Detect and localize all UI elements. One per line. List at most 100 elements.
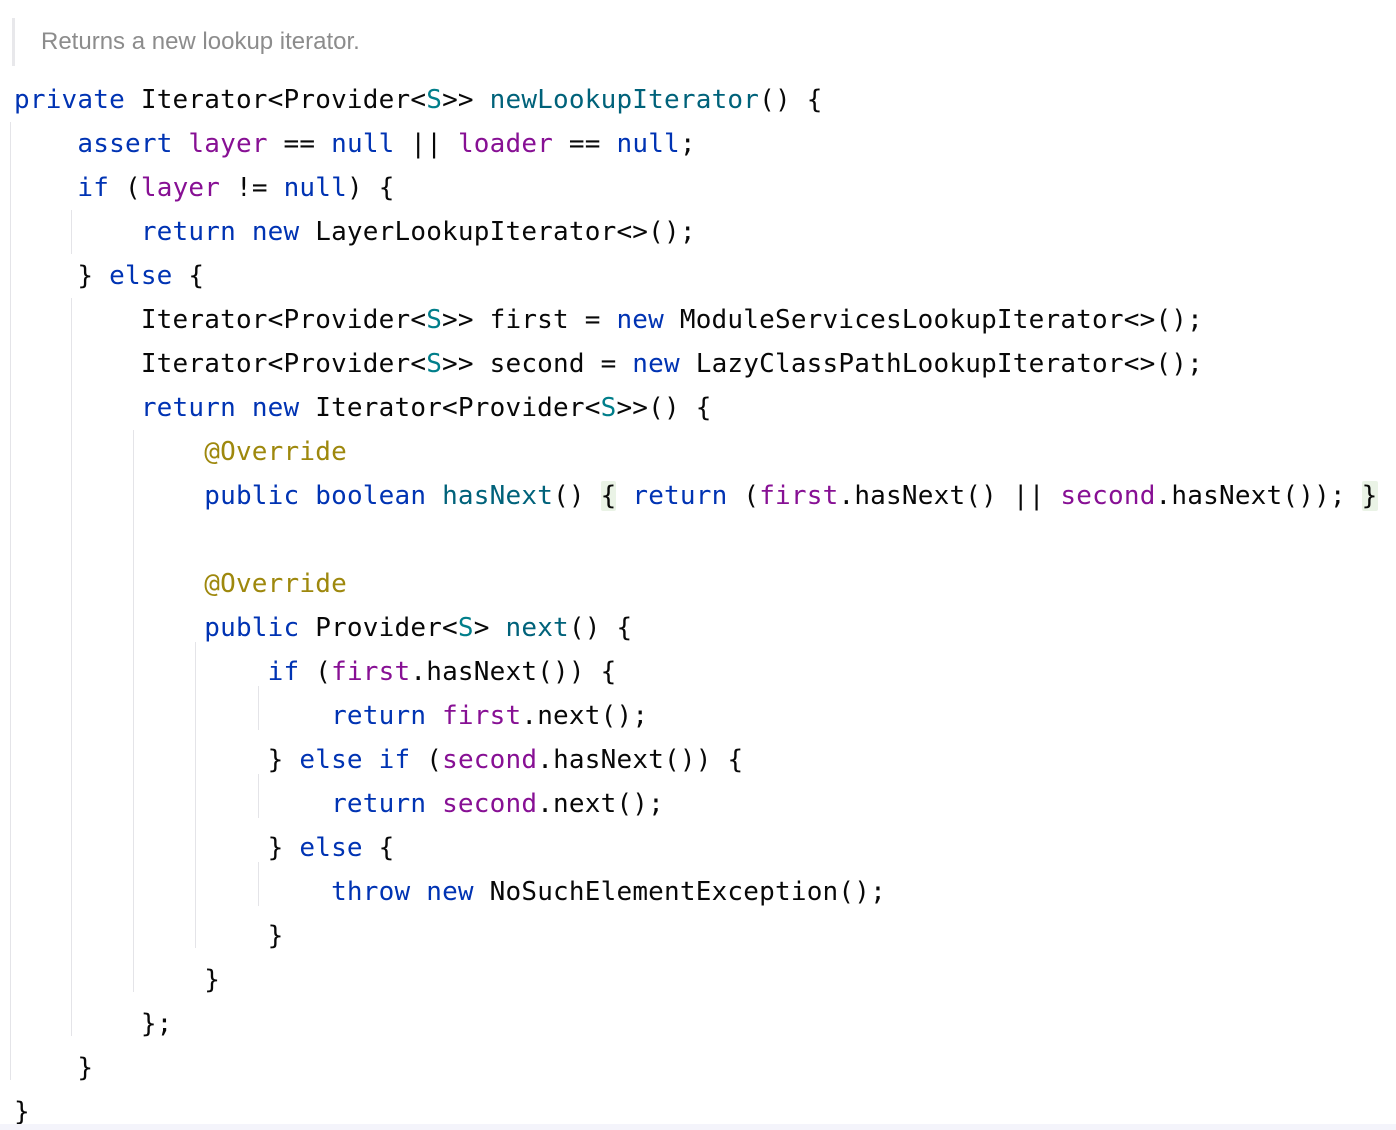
code-token: ==	[553, 129, 617, 159]
keyword-token: return	[331, 701, 427, 731]
code-token	[14, 789, 331, 819]
code-token: (	[299, 657, 332, 687]
code-line[interactable]: private Iterator<Provider<S>> newLookupI…	[14, 78, 1394, 122]
code-token: (	[727, 481, 760, 511]
code-token: ()	[553, 481, 601, 511]
code-line[interactable]: assert layer == null || loader == null;	[14, 122, 1394, 166]
code-line[interactable]: }	[14, 1090, 1394, 1130]
indent-guide	[10, 122, 11, 1080]
code-line[interactable]: } else {	[14, 826, 1394, 870]
code-token: }	[14, 921, 284, 951]
indent-guide	[71, 298, 72, 1036]
code-token: >>() {	[616, 393, 712, 423]
code-line[interactable]: @Override	[14, 430, 1394, 474]
code-line[interactable]: } else if (second.hasNext()) {	[14, 738, 1394, 782]
code-token	[426, 481, 442, 511]
code-token	[173, 129, 189, 159]
code-token: ||	[394, 129, 458, 159]
code-line[interactable]: } else {	[14, 254, 1394, 298]
type-param-token: S	[457, 613, 474, 643]
code-token: };	[14, 1009, 173, 1039]
keyword-token: return	[331, 789, 427, 819]
code-token	[426, 701, 442, 731]
code-line[interactable]: return second.next();	[14, 782, 1394, 826]
code-token: }	[14, 833, 300, 863]
folded-brace-token[interactable]: }	[1361, 481, 1378, 511]
code-line[interactable]: }	[14, 1046, 1394, 1090]
code-token: }	[14, 965, 221, 995]
code-token: >>	[442, 85, 490, 115]
indent-guide	[195, 642, 196, 948]
code-token: Iterator<Provider<	[14, 349, 427, 379]
keyword-token: return	[632, 481, 728, 511]
keyword-token: if	[77, 173, 110, 203]
code-line[interactable]: return new Iterator<Provider<S>>() {	[14, 386, 1394, 430]
code-token: }	[14, 261, 110, 291]
code-line[interactable]: return new LayerLookupIterator<>();	[14, 210, 1394, 254]
doc-comment-text: Returns a new lookup iterator.	[41, 28, 360, 55]
code-line[interactable]: if (layer != null) {	[14, 166, 1394, 210]
type-param-token: S	[426, 349, 443, 379]
code-token	[14, 173, 77, 203]
annotation-token: @Override	[204, 437, 347, 467]
code-line[interactable]: if (first.hasNext()) {	[14, 650, 1394, 694]
code-token	[299, 481, 315, 511]
code-token: ModuleServicesLookupIterator<>();	[664, 305, 1204, 335]
code-token: ;	[679, 129, 696, 159]
code-token	[363, 745, 379, 775]
code-line[interactable]	[14, 518, 1394, 562]
code-line[interactable]: @Override	[14, 562, 1394, 606]
code-line[interactable]: Iterator<Provider<S>> second = new LazyC…	[14, 342, 1394, 386]
keyword-token: return	[140, 393, 236, 423]
code-area[interactable]: private Iterator<Provider<S>> newLookupI…	[14, 78, 1394, 1130]
keyword-token: private	[14, 85, 125, 115]
method-name-token: newLookupIterator	[489, 85, 760, 115]
field-token: second	[442, 789, 538, 819]
code-token: Provider<	[299, 613, 458, 643]
code-token: LayerLookupIterator<>();	[299, 217, 696, 247]
code-token	[14, 613, 204, 643]
code-line[interactable]: };	[14, 1002, 1394, 1046]
keyword-token: null	[283, 173, 347, 203]
code-token: }	[14, 1053, 94, 1083]
code-line[interactable]: }	[14, 914, 1394, 958]
field-token: first	[759, 481, 839, 511]
code-token: LazyClassPathLookupIterator<>();	[679, 349, 1204, 379]
code-token: !=	[220, 173, 284, 203]
code-token	[236, 217, 252, 247]
rendered-doc-comment: Returns a new lookup iterator.	[12, 18, 360, 66]
code-line[interactable]: throw new NoSuchElementException();	[14, 870, 1394, 914]
code-token: () {	[759, 85, 823, 115]
code-token: .next();	[521, 701, 649, 731]
keyword-token: public	[204, 481, 300, 511]
field-token: loader	[457, 129, 554, 159]
code-token: {	[172, 261, 205, 291]
field-token: first	[331, 657, 411, 687]
type-param-token: S	[600, 393, 617, 423]
code-line[interactable]: Iterator<Provider<S>> first = new Module…	[14, 298, 1394, 342]
keyword-token: else	[109, 261, 173, 291]
code-token	[14, 657, 268, 687]
code-token	[236, 393, 252, 423]
keyword-token: public	[204, 613, 300, 643]
keyword-token: else	[299, 833, 363, 863]
code-token: >	[473, 613, 506, 643]
method-name-token: next	[505, 613, 569, 643]
annotation-token: @Override	[204, 569, 347, 599]
code-line[interactable]: public Provider<S> next() {	[14, 606, 1394, 650]
code-token	[410, 877, 426, 907]
code-line[interactable]: }	[14, 958, 1394, 1002]
code-token	[14, 877, 331, 907]
code-token: Iterator<Provider<	[14, 305, 427, 335]
code-line[interactable]: return first.next();	[14, 694, 1394, 738]
code-token	[14, 129, 77, 159]
code-token: Iterator<Provider<	[299, 393, 601, 423]
folded-brace-token[interactable]: {	[600, 481, 617, 511]
field-token: layer	[188, 129, 268, 159]
keyword-token: new	[251, 393, 300, 423]
code-token: .hasNext()) {	[410, 657, 617, 687]
code-token: ) {	[346, 173, 395, 203]
code-token	[14, 437, 204, 467]
code-line[interactable]: public boolean hasNext() { return (first…	[14, 474, 1394, 518]
